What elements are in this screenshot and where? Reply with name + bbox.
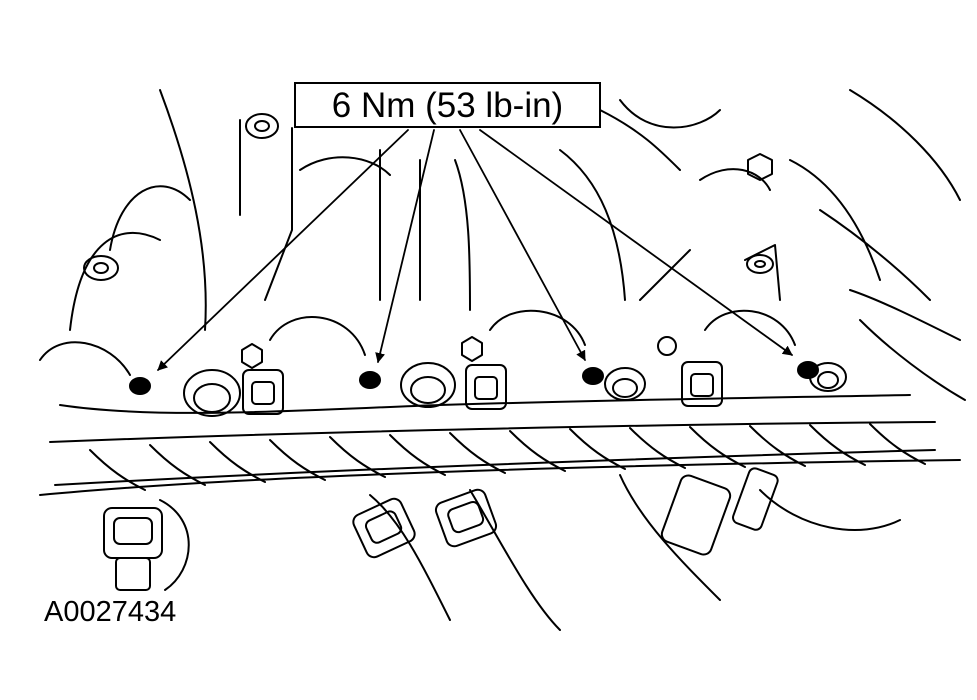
fastener-4 xyxy=(797,361,819,379)
intake-runner xyxy=(39,341,131,376)
mounting-boss xyxy=(83,255,119,281)
engine-block-outline xyxy=(69,89,966,401)
leader-arrow-4 xyxy=(479,129,793,356)
wire-lead xyxy=(759,489,901,531)
manifold-flange xyxy=(59,394,911,414)
mounting-boss xyxy=(746,254,774,274)
harness-connector xyxy=(434,488,498,548)
mounting-boss xyxy=(245,113,279,139)
figure-reference-id: A0027434 xyxy=(44,596,177,628)
injector-port xyxy=(400,362,456,408)
injector-connector xyxy=(681,361,723,407)
fuel-rail xyxy=(54,449,936,486)
bolt-head xyxy=(241,343,263,369)
wire-lead xyxy=(159,499,190,591)
fastener-3 xyxy=(582,367,604,385)
wiring-harness xyxy=(39,423,961,496)
bolt-head xyxy=(461,336,483,362)
intake-runner xyxy=(489,309,586,346)
leader-arrow-2 xyxy=(375,129,435,363)
torque-callout: 6 Nm (53 lb-in) xyxy=(294,82,601,128)
injector-port xyxy=(604,367,646,401)
injector-connector xyxy=(242,369,284,415)
leader-arrow-3 xyxy=(459,129,586,361)
wire-lead xyxy=(469,489,561,631)
leader-arrow-1 xyxy=(157,129,409,371)
injector-connector xyxy=(465,364,507,410)
harness-connector xyxy=(660,467,779,556)
wire-lead xyxy=(619,474,721,601)
fastener-2 xyxy=(359,371,381,389)
fastener-1 xyxy=(129,377,151,395)
harness-connector xyxy=(352,497,416,559)
intake-runner xyxy=(269,316,366,356)
harness-connector xyxy=(103,507,163,591)
port-hole xyxy=(657,336,677,356)
intake-runner xyxy=(704,309,796,346)
bolt-head xyxy=(747,153,773,181)
injector-port xyxy=(183,369,241,417)
fuel-rail xyxy=(49,421,936,443)
